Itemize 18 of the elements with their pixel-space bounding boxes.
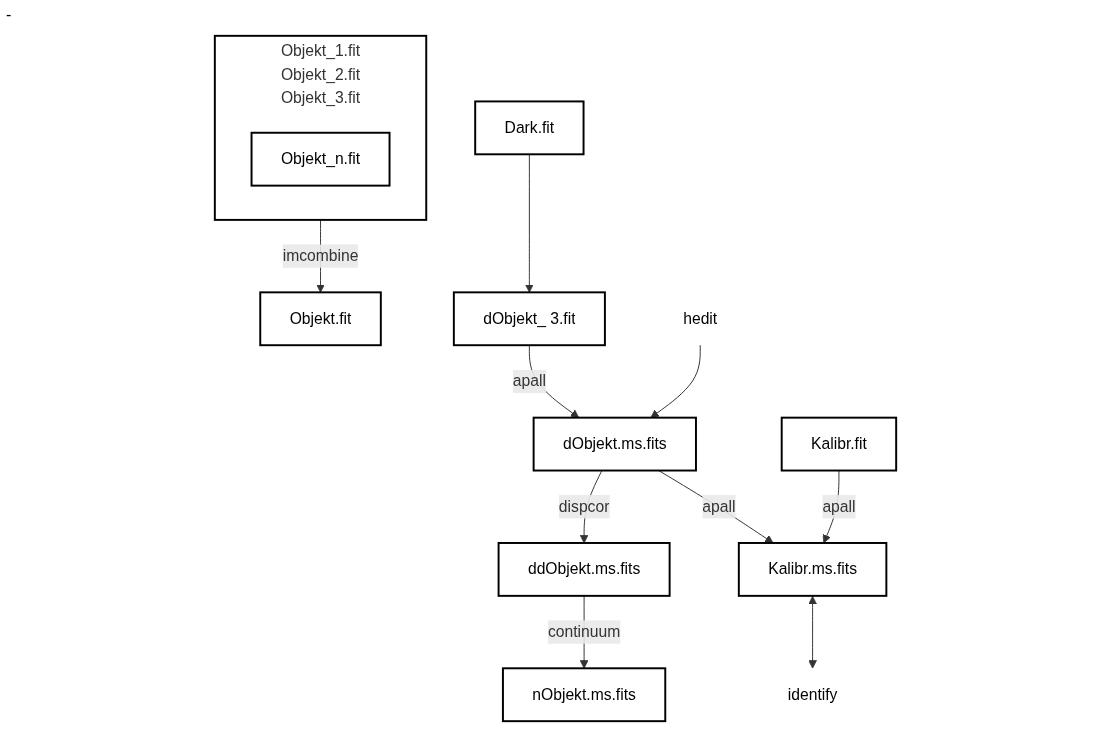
node-box: dObjekt_ 3.fit [452, 291, 606, 347]
edge-label: imcombine [282, 247, 359, 264]
node-box: Kalibr.fit [780, 416, 898, 472]
edge-label: apall [702, 497, 736, 515]
node-box: dObjekt.ms.fits [532, 416, 697, 472]
node-box: Dark.fit [474, 100, 585, 156]
edge-label: continuum [547, 623, 621, 640]
node-box: nObjekt.ms.fits [501, 667, 667, 723]
edge-label: apall [822, 497, 856, 515]
edge-label: apall [512, 372, 546, 390]
note-text: - [6, 6, 13, 24]
edge-label: dispcor [558, 497, 610, 515]
node-box: Objekt_n.fit [250, 131, 391, 187]
node-box: Kalibr.ms.fits [737, 542, 888, 597]
node-box: ddObjekt.ms.fits [497, 542, 671, 597]
node-box: Objekt.fit [259, 291, 382, 347]
node-text: identify [787, 685, 838, 703]
node-text: hedit [683, 309, 718, 327]
